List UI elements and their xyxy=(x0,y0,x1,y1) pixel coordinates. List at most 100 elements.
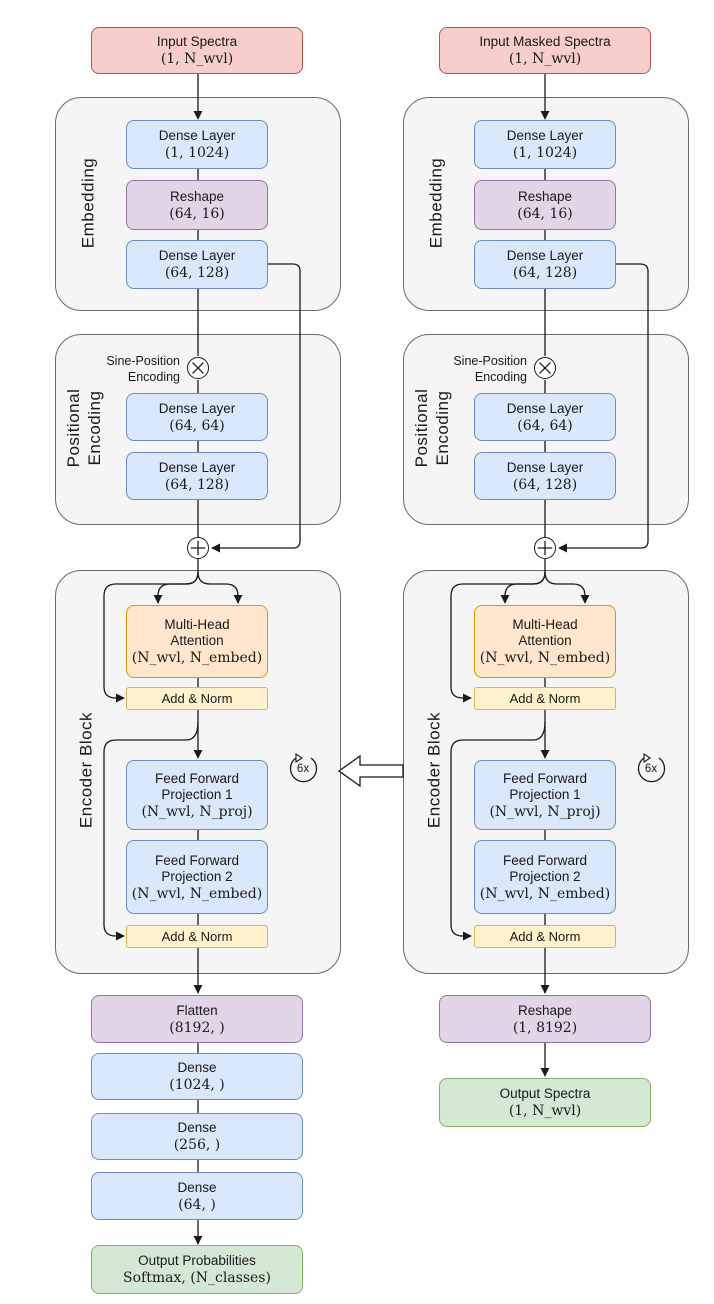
left-embed-dense1-title: Dense Layer xyxy=(158,128,236,143)
left-mha-line1: Multi-Head xyxy=(164,617,230,632)
right-pos-dense1: Dense Layer (64, 64) xyxy=(474,393,616,441)
left-sine-line1: Sine-Position xyxy=(106,354,180,368)
right-embed-dense2-title: Dense Layer xyxy=(506,248,584,263)
left-dense-a-dims: (1024, ) xyxy=(169,1077,225,1093)
right-embed-dense1: Dense Layer (1, 1024) xyxy=(474,120,616,169)
left-dense-c: Dense (64, ) xyxy=(91,1172,303,1220)
right-positional-label: Positional Encoding xyxy=(411,389,453,468)
right-pos-dense2: Dense Layer (64, 128) xyxy=(474,452,616,500)
right-pos-dense1-dims: (64, 64) xyxy=(517,417,573,434)
left-flatten-dims: (8192, ) xyxy=(169,1019,225,1036)
left-positional-label-line2: Encoding xyxy=(85,390,104,466)
right-positional-label-line2: Encoding xyxy=(433,390,452,466)
right-ff2-dims: (N_wvl, N_embed) xyxy=(479,885,611,902)
left-pos-dense1-dims: (64, 64) xyxy=(169,417,225,434)
left-dense-a-title: Dense xyxy=(177,1060,217,1075)
right-output-dims: (1, N_wvl) xyxy=(508,1103,582,1119)
left-mha-dims: (N_wvl, N_embed) xyxy=(131,650,263,666)
right-encoder-label: Encoder Block xyxy=(424,711,444,829)
right-repeat-count: 6x xyxy=(644,763,658,775)
right-embed-dense1-dims: (1, 1024) xyxy=(512,145,578,161)
right-sine-line2: Encoding xyxy=(474,370,527,384)
right-pos-dense2-dims: (64, 128) xyxy=(512,476,578,493)
left-output-probabilities: Output Probabilities Softmax, (N_classes… xyxy=(91,1245,303,1294)
left-embed-dense1-dims: (1, 1024) xyxy=(164,145,230,161)
left-embed-reshape-title: Reshape xyxy=(169,188,225,204)
left-pos-dense2-dims: (64, 128) xyxy=(164,476,230,493)
left-ff2-line2: Projection 2 xyxy=(161,868,233,884)
left-flatten-title: Flatten xyxy=(176,1002,218,1018)
left-input-title: Input Spectra xyxy=(156,34,238,49)
right-input-masked-spectra: Input Masked Spectra (1, N_wvl) xyxy=(439,27,651,74)
left-flatten: Flatten (8192, ) xyxy=(91,995,303,1043)
left-addnorm2: Add & Norm xyxy=(126,925,268,948)
right-embed-reshape-title: Reshape xyxy=(517,188,573,204)
right-embed-reshape: Reshape (64, 16) xyxy=(474,180,616,230)
left-pos-dense2: Dense Layer (64, 128) xyxy=(126,452,268,500)
right-reshape-dims: (1, 8192) xyxy=(512,1019,578,1036)
right-embed-reshape-dims: (64, 16) xyxy=(517,205,573,222)
right-input-title: Input Masked Spectra xyxy=(479,34,611,49)
right-mha-dims: (N_wvl, N_embed) xyxy=(479,650,611,666)
left-dense-b-title: Dense xyxy=(177,1120,217,1135)
left-ff1: Feed Forward Projection 1 (N_wvl, N_proj… xyxy=(126,760,268,830)
left-embed-dense1: Dense Layer (1, 1024) xyxy=(126,120,268,169)
left-sine-line2: Encoding xyxy=(127,370,180,384)
right-add-op-icon xyxy=(534,537,556,559)
left-pos-dense1-title: Dense Layer xyxy=(158,400,236,416)
right-multiply-op-icon xyxy=(534,357,556,379)
left-skip-path xyxy=(211,263,301,553)
left-ff1-line1: Feed Forward xyxy=(154,770,240,786)
left-positional-label: Positional Encoding xyxy=(63,389,105,468)
right-embed-dense2-dims: (64, 128) xyxy=(512,265,578,281)
right-sine-line1: Sine-Position xyxy=(453,354,527,368)
right-addnorm2: Add & Norm xyxy=(474,925,616,948)
right-ff1-dims: (N_wvl, N_proj) xyxy=(489,803,601,820)
right-reshape: Reshape (1, 8192) xyxy=(439,995,651,1043)
right-addnorm1-label: Add & Norm xyxy=(509,690,581,706)
left-encoder-label: Encoder Block xyxy=(76,711,96,829)
left-mha: Multi-Head Attention (N_wvl, N_embed) xyxy=(126,605,268,678)
right-addnorm2-label: Add & Norm xyxy=(509,928,581,944)
right-ff1: Feed Forward Projection 1 (N_wvl, N_proj… xyxy=(474,760,616,830)
left-input-dims: (1, N_wvl) xyxy=(160,51,234,67)
left-mha-line2: Attention xyxy=(170,633,224,648)
right-addnorm1: Add & Norm xyxy=(474,687,616,710)
left-dense-b: Dense (256, ) xyxy=(91,1113,303,1160)
right-mha-line1: Multi-Head xyxy=(512,617,578,632)
left-dense-b-dims: (256, ) xyxy=(173,1137,221,1153)
right-embed-dense1-title: Dense Layer xyxy=(506,128,584,143)
left-dense-a: Dense (1024, ) xyxy=(91,1053,303,1100)
right-ff1-line2: Projection 1 xyxy=(509,786,581,802)
left-output-title: Output Probabilities xyxy=(138,1253,256,1268)
right-input-dims: (1, N_wvl) xyxy=(508,51,582,67)
left-addnorm2-label: Add & Norm xyxy=(161,928,233,944)
right-embed-dense2: Dense Layer (64, 128) xyxy=(474,240,616,289)
left-dense-c-dims: (64, ) xyxy=(178,1196,216,1213)
left-multiply-op-icon xyxy=(187,357,209,379)
right-embedding-label: Embedding xyxy=(426,157,446,249)
left-add-op-icon xyxy=(187,537,209,559)
right-ff2: Feed Forward Projection 2 (N_wvl, N_embe… xyxy=(474,840,616,914)
right-skip-path xyxy=(558,263,649,553)
left-embed-dense2-dims: (64, 128) xyxy=(164,265,230,281)
right-output-title: Output Spectra xyxy=(499,1086,591,1101)
left-sine-position-note: Sine-Position Encoding xyxy=(106,353,180,385)
right-sine-position-note: Sine-Position Encoding xyxy=(453,353,527,385)
left-repeat-count: 6x xyxy=(296,763,310,775)
right-positional-label-line1: Positional xyxy=(412,388,431,468)
left-ff2-line1: Feed Forward xyxy=(154,852,240,868)
left-embed-reshape-dims: (64, 16) xyxy=(169,205,225,222)
left-dense-c-title: Dense xyxy=(177,1179,217,1195)
right-ff2-line1: Feed Forward xyxy=(502,852,588,868)
right-output-spectra: Output Spectra (1, N_wvl) xyxy=(439,1078,651,1127)
left-positional-label-line1: Positional xyxy=(64,388,83,468)
right-ff2-line2: Projection 2 xyxy=(509,868,581,884)
left-repeat-icon: 6x xyxy=(286,752,320,786)
right-repeat-icon: 6x xyxy=(634,752,668,786)
left-output-dims: Softmax, (N_classes) xyxy=(123,1270,271,1286)
right-reshape-title: Reshape xyxy=(517,1002,573,1018)
left-addnorm1: Add & Norm xyxy=(126,687,268,710)
right-mha: Multi-Head Attention (N_wvl, N_embed) xyxy=(474,605,616,678)
